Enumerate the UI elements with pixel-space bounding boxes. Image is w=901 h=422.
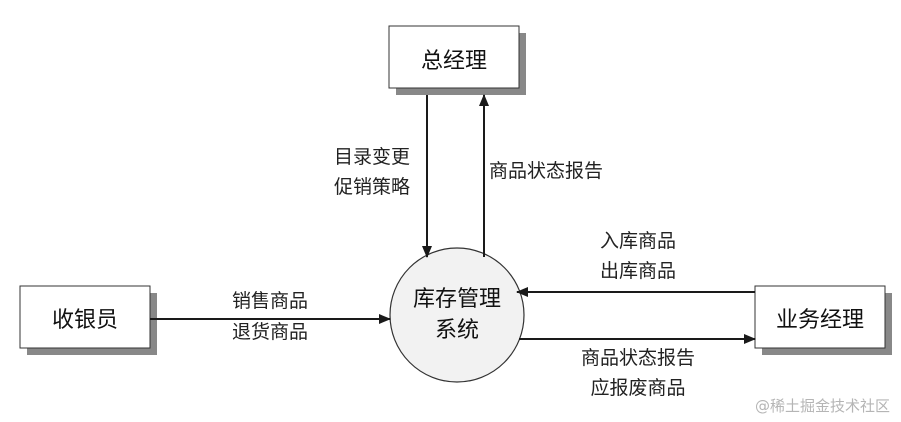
- flow-label-cashier-to-system-2: 退货商品: [232, 321, 308, 343]
- flow-label-cashier-to-system-1: 销售商品: [232, 290, 308, 312]
- cashier-label: 收银员: [52, 308, 118, 333]
- business-manager-entity: 业务经理: [754, 285, 892, 355]
- flow-label-system-to-bm-1: 商品状态报告: [581, 347, 695, 369]
- flow-label-system-to-gm-1: 商品状态报告: [489, 160, 603, 182]
- flow-label-system-to-bm-2: 应报废商品: [590, 377, 685, 399]
- watermark: @稀土掘金技术社区: [755, 397, 890, 415]
- flow-label-gm-to-system-1: 目录变更: [334, 146, 410, 168]
- general-manager-entity: 总经理: [388, 25, 526, 95]
- flow-label-gm-to-system-2: 促销策略: [334, 176, 410, 198]
- process-label-line1: 库存管理: [413, 287, 501, 312]
- general-manager-label: 总经理: [421, 49, 487, 74]
- flow-label-bm-to-system-1: 入库商品: [600, 230, 676, 252]
- process-label-line2: 系统: [435, 318, 479, 343]
- business-manager-label: 业务经理: [776, 308, 864, 333]
- inventory-system-process: 库存管理 系统: [389, 247, 525, 383]
- flow-label-bm-to-system-2: 出库商品: [600, 260, 676, 282]
- cashier-entity: 收银员: [19, 285, 157, 355]
